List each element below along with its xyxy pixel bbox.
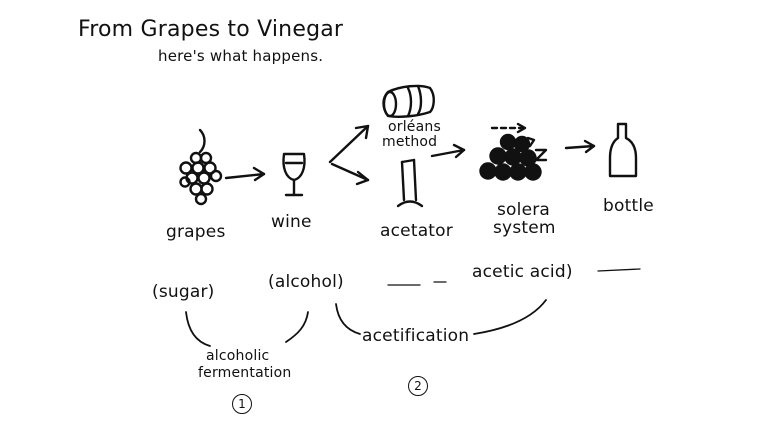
label-alcohol: (alcohol) xyxy=(268,272,344,292)
label-wine: wine xyxy=(271,212,312,232)
label-acetic-acid: acetic acid) xyxy=(472,262,573,282)
grapes-icon xyxy=(179,128,223,206)
step-number-2: 2 xyxy=(408,376,428,396)
label-orleans-line1: orléans xyxy=(388,119,441,135)
arrow-wine-to-acetator xyxy=(330,162,370,186)
label-orleans-line2: method xyxy=(382,134,438,150)
acetator-icon xyxy=(396,158,424,208)
bottle-icon xyxy=(608,122,638,178)
arrow-solera-to-bottle xyxy=(564,139,596,154)
arrow-orleans-to-solera xyxy=(430,143,466,159)
label-acetator: acetator xyxy=(380,221,453,241)
label-grapes: grapes xyxy=(166,222,226,242)
label-bottle: bottle xyxy=(603,196,654,216)
solera-barrels-icon xyxy=(479,122,548,181)
label-acetification: acetification xyxy=(362,326,470,346)
page-subtitle: here's what happens. xyxy=(158,47,324,65)
arrow-wine-to-orleans xyxy=(328,124,370,164)
label-fermentation-line2: fermentation xyxy=(198,365,292,381)
arrow-grapes-to-wine xyxy=(224,166,266,182)
wine-glass-icon xyxy=(282,152,306,197)
step-number-1: 1 xyxy=(232,394,252,414)
label-sugar: (sugar) xyxy=(152,282,215,302)
substance-connectors xyxy=(387,268,641,286)
page-title: From Grapes to Vinegar xyxy=(78,17,344,42)
label-fermentation-line1: alcoholic xyxy=(206,348,270,364)
process-braces xyxy=(185,299,547,347)
barrel-icon xyxy=(382,84,435,118)
label-solera-line1: solera xyxy=(497,200,551,220)
label-solera-line2: system xyxy=(493,218,556,238)
